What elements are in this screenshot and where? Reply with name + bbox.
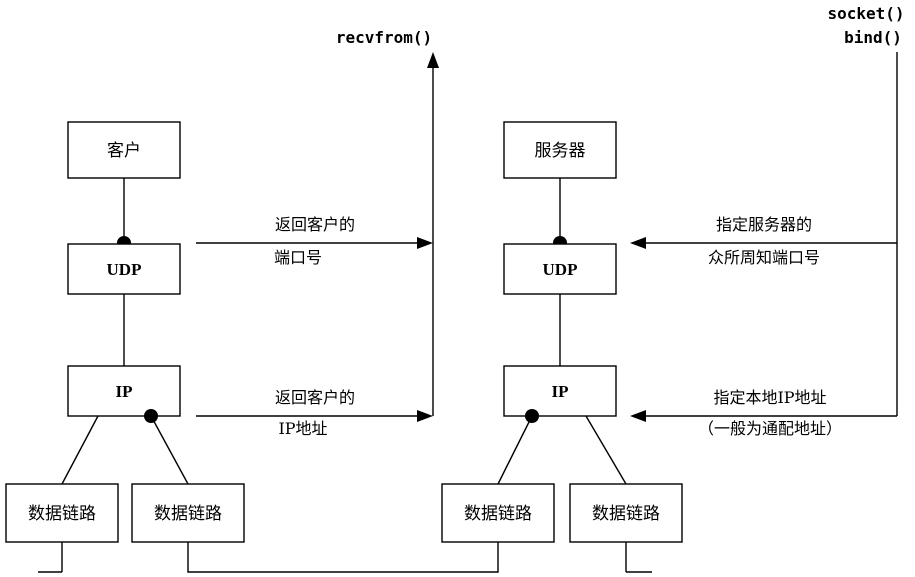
return-port-label-line1: 返回客户的 (275, 215, 355, 234)
client-datalink-right-label: 数据链路 (154, 504, 222, 524)
server-ip-arrowhead (630, 410, 646, 422)
socket-label: socket() (827, 4, 904, 23)
client-app-box (67, 121, 181, 179)
server-ip-label: IP (552, 382, 569, 401)
server-port-label-line2: 众所周知端口号 (708, 248, 820, 267)
server-ip-label-line2: （一般为通配地址） (698, 419, 842, 438)
return-port-label-line2: 端口号 (274, 248, 322, 267)
bind-flow: socket() bind() 指定服务器的 众所周知端口号 指定本地IP地址 … (630, 4, 905, 438)
return-ip-arrowhead (417, 410, 433, 422)
client-ip-box (67, 365, 181, 417)
client-datalink-right-box (131, 483, 245, 543)
client-stack: 客户 UDP IP 数据链路 数据链路 (5, 121, 245, 573)
client-ip-datalink-right-link (150, 415, 189, 485)
recvfrom-flow: recvfrom() 返回客户的 端口号 返回客户的 IP地址 (196, 28, 439, 438)
bind-label: bind() (844, 28, 902, 47)
return-ip-label-line1: 返回客户的 (275, 388, 355, 407)
server-ip-label-line1: 指定本地IP地址 (713, 388, 826, 407)
server-port-label-line1: 指定服务器的 (716, 215, 812, 234)
server-app-box (503, 121, 617, 179)
server-ip-datalink-right-link (585, 415, 627, 485)
server-datalink-right-label: 数据链路 (592, 504, 660, 524)
server-ip-datalink-left-link (497, 415, 533, 485)
return-port-arrowhead (417, 237, 433, 249)
client-datalink-left-label: 数据链路 (28, 504, 96, 524)
client-ip-label: IP (116, 382, 133, 401)
server-datalink-left-box (441, 483, 555, 543)
client-datalink-left-box (5, 483, 119, 543)
client-ip-datalink-left-link (61, 415, 99, 485)
client-udp-label: UDP (107, 260, 142, 279)
return-ip-label-line2: IP地址 (278, 419, 327, 438)
client-app-label: 客户 (107, 141, 141, 161)
server-udp-box (503, 243, 617, 295)
server-datalink-right-box (569, 483, 683, 543)
recvfrom-arrowhead (427, 52, 439, 68)
server-udp-label: UDP (543, 260, 578, 279)
server-app-label: 服务器 (535, 141, 586, 161)
recvfrom-label: recvfrom() (336, 28, 432, 47)
server-stack: 服务器 UDP IP 数据链路 数据链路 (441, 121, 683, 573)
server-ip-box (503, 365, 617, 417)
network-link (187, 542, 499, 573)
server-datalink-left-label: 数据链路 (464, 504, 532, 524)
server-port-arrowhead (630, 237, 646, 249)
